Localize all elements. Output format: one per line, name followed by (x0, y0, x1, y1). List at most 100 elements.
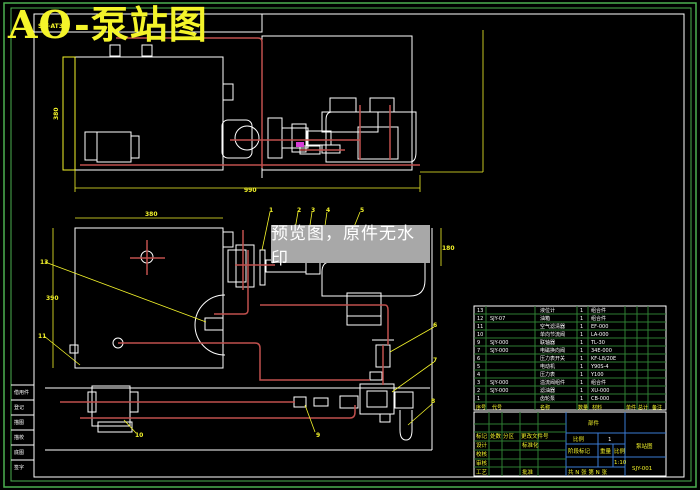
bom-header-cell: 数量 (578, 404, 588, 411)
bom-cell-name: 电动机 (540, 363, 555, 370)
bom-cell-material: 组合件 (591, 379, 606, 386)
bom-cell-qty: 1 (580, 332, 583, 338)
bom-cell-no: 5 (477, 364, 480, 370)
left-strip-labels: 借用件 登记 描图 描校 底图 签字 (14, 389, 29, 471)
bom-cell-qty: 1 (580, 316, 583, 322)
signature-doc: 更改文件号 (521, 432, 549, 440)
signature-zone: 分区 (503, 432, 515, 440)
bom-cell-qty: 1 (580, 348, 583, 354)
bom-cell-name: 电磁换向阀 (540, 347, 565, 354)
standardization: 标准化 (522, 441, 539, 449)
bom-cell-name: 液位计 (540, 307, 555, 314)
title-block (473, 411, 667, 477)
bom-cell-qty: 1 (580, 340, 583, 346)
bom-cell-code: SJY-000 (490, 340, 508, 346)
drawing-title: AO-泵站图 (8, 2, 208, 47)
part-type: 部件 (588, 419, 600, 427)
top-view-pipes (80, 37, 420, 168)
balloon-3: 3 (311, 207, 315, 214)
balloon-13: 13 (40, 259, 48, 266)
dimension-front-height: 390 (46, 295, 59, 302)
balloon-10: 10 (135, 432, 143, 439)
bom-cell-no: 4 (477, 372, 480, 378)
left-strip-label: 描图 (14, 419, 24, 426)
balloon-9: 9 (316, 432, 320, 439)
role-process: 工艺 (476, 469, 488, 476)
drawing-number: SJY-001 (632, 466, 652, 472)
approve: 批准 (522, 468, 534, 476)
bom-cell-material: Y90S-4 (590, 364, 609, 370)
balloon-11: 11 (38, 333, 46, 340)
left-strip (11, 384, 34, 461)
bom-header-cell: 名称 (540, 404, 550, 411)
bom-cell-material: Y100 (590, 372, 604, 378)
bom-cell-no: 3 (477, 380, 480, 386)
balloon-4: 4 (326, 207, 330, 214)
dimension-top-height: 380 (53, 107, 60, 120)
bom-cell-no: 6 (477, 356, 480, 362)
highlight-marker (296, 142, 304, 147)
bom-cell-qty: 1 (580, 372, 583, 378)
bom-cell-no: 13 (477, 308, 483, 314)
scale-label: 比例 (573, 435, 585, 443)
dimension-right-height: 180 (442, 245, 455, 252)
weight-label: 重量 (600, 447, 612, 455)
balloon-5: 5 (360, 207, 364, 214)
bom-cell-name: 溢流阀组件 (540, 379, 565, 386)
bom-cell-name: 空气滤清器 (540, 323, 565, 330)
bom-cell-qty: 1 (580, 380, 583, 386)
bom-cell-material: CB-000 (591, 396, 609, 402)
bom-cell-name: 齿轮泵 (540, 395, 555, 402)
tank-front (74, 227, 224, 369)
signature-count: 处数 (490, 432, 502, 440)
bom-cell-code: SJY-000 (490, 380, 508, 386)
sheet-count: 共 N 张 第 N 张 (568, 468, 607, 476)
bom-header-cell: 备注 (652, 404, 662, 411)
balloons: 380 390 180 1 2 3 4 5 6 7 8 9 10 11 13 (38, 207, 455, 439)
left-strip-label: 登记 (14, 404, 24, 411)
inner-frame (10, 7, 692, 482)
dimension-front-width: 380 (145, 211, 158, 218)
bom-cell-material: EF-000 (591, 324, 608, 330)
bom-cell-no: 7 (477, 348, 480, 354)
bom-cell-name: 滤油器 (540, 387, 555, 394)
bom-header-cell: 序号 (476, 404, 486, 411)
left-strip-label: 签字 (14, 464, 24, 471)
bom-header-cell: 材料 (592, 404, 602, 411)
bom-header-cell: 代号 (492, 404, 502, 411)
bom-cell-qty: 1 (580, 324, 583, 330)
drawing-border (33, 13, 685, 478)
title-block-text: 部件 比例 1 阶段标记 重量 比例 1:10 共 N 张 第 N 张 泵站图 … (476, 419, 653, 476)
bom-cell-name: 单向节流阀 (540, 331, 565, 338)
bom-cell-qty: 1 (580, 308, 583, 314)
ratio-value: 1:10 (614, 460, 627, 466)
bom-cell-material: 组合件 (591, 307, 606, 314)
bom-cell-material: LA-000 (591, 332, 609, 338)
front-view (45, 227, 433, 451)
drawing-name: 泵站图 (636, 442, 653, 450)
bom-cell-code: SJY-000 (490, 348, 508, 354)
role-check: 校核 (476, 450, 488, 458)
bom-cell-no: 12 (477, 316, 483, 322)
bom-cell-code: SJY-07 (490, 316, 505, 322)
bom-cell-name: 压力表开关 (540, 355, 565, 362)
top-view-label: SJY-AT3 (38, 23, 63, 30)
role-review: 审核 (476, 459, 488, 467)
bom-header-cell: 单件 (626, 404, 636, 411)
bom-cell-qty: 1 (580, 356, 583, 362)
scale-value: 1 (608, 437, 612, 443)
bom-cell-code: SJY-000 (490, 388, 508, 394)
bom-cell-material: XU-000 (591, 388, 609, 394)
bom-cell-no: 2 (477, 388, 480, 394)
bom-cell-name: 油箱 (540, 315, 550, 322)
top-view-dimensions (62, 30, 484, 192)
role-design: 设计 (476, 441, 488, 449)
balloon-8: 8 (431, 398, 435, 405)
dimension-top-width: 990 (244, 187, 257, 194)
bom-cell-name: 联轴器 (540, 339, 555, 346)
bom-cell-qty: 1 (580, 364, 583, 370)
bom-table-grid (473, 305, 667, 411)
left-strip-label: 底图 (14, 449, 24, 456)
stage-label: 阶段标记 (568, 447, 591, 455)
